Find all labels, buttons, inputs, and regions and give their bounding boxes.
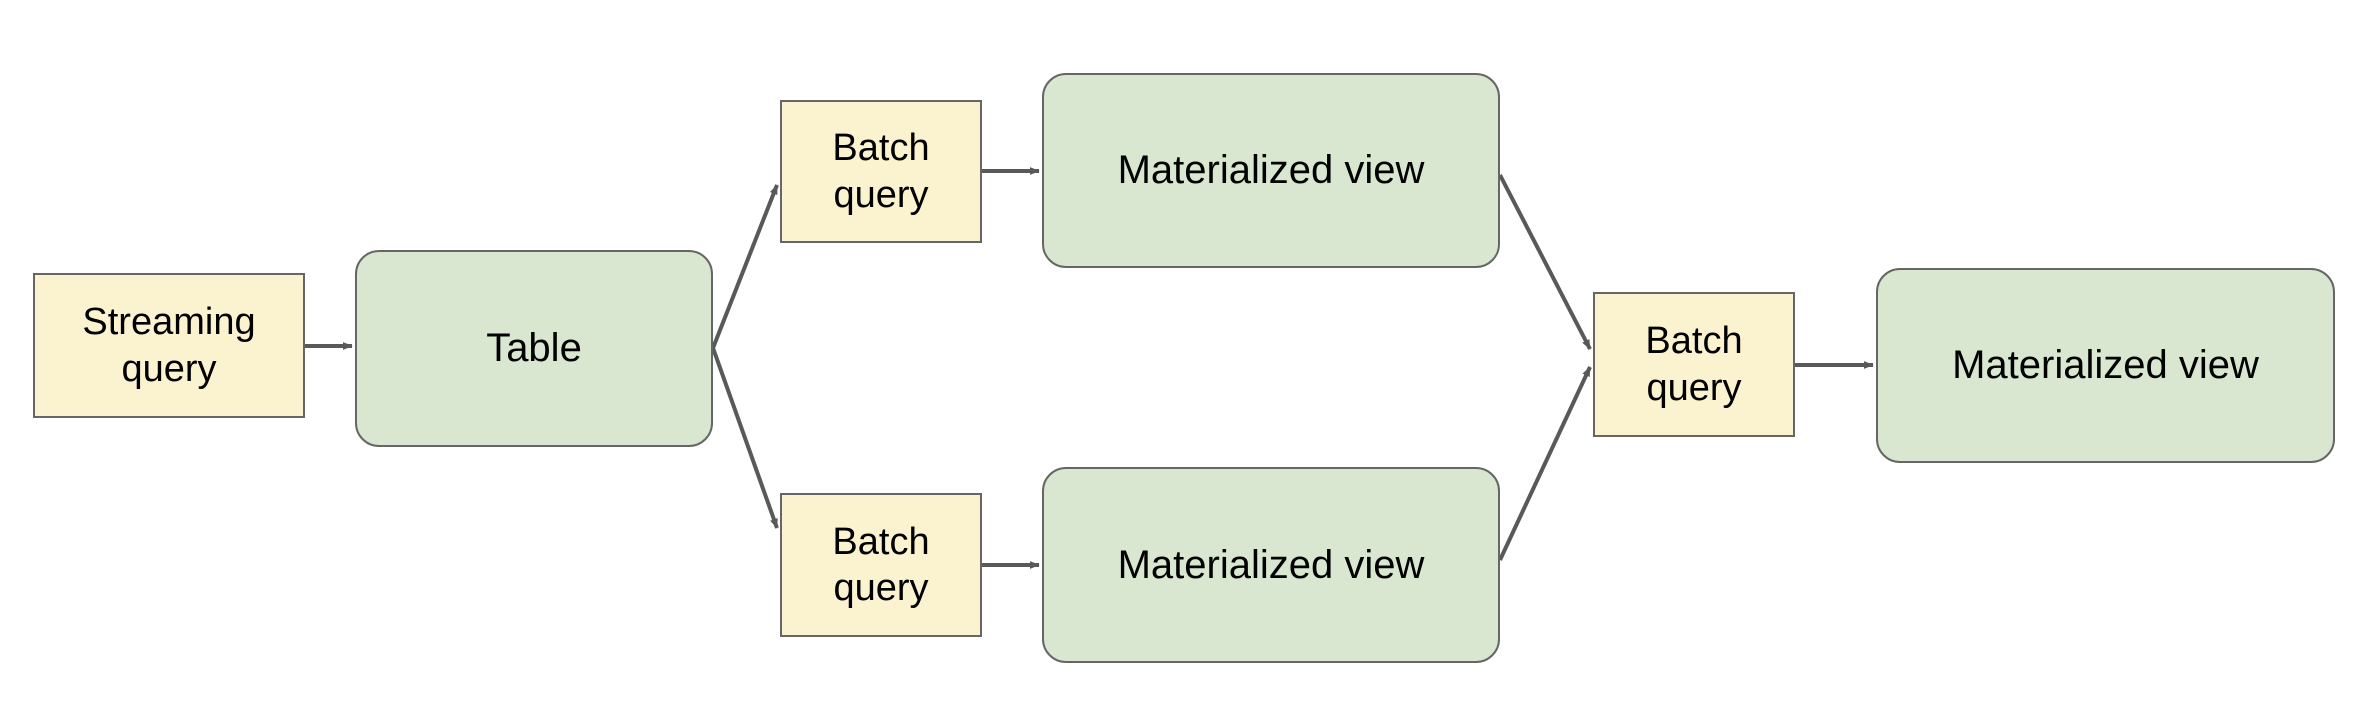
node-batch-query-top[interactable]: Batch query — [780, 100, 982, 243]
node-streaming-query[interactable]: Streaming query — [33, 273, 305, 418]
node-materialized-view-bottom-label: Materialized view — [1117, 542, 1425, 587]
node-materialized-view-final-label: Materialized view — [1952, 343, 2259, 388]
node-materialized-view-top-label: Materialized view — [1117, 148, 1425, 193]
node-batch-query-top-label: Batch query — [832, 127, 930, 216]
edge-table-to-batch-bottom — [711, 347, 779, 529]
edge-table-to-batch-top — [711, 184, 779, 349]
node-streaming-query-label: Streaming query — [82, 301, 256, 390]
node-batch-query-bottom[interactable]: Batch query — [780, 493, 982, 637]
node-batch-query-join[interactable]: Batch query — [1593, 292, 1795, 437]
edge-view-bottom-to-batch-join — [1498, 366, 1592, 561]
node-batch-query-bottom-label: Batch query — [832, 520, 930, 609]
node-batch-query-join-label: Batch query — [1645, 320, 1743, 409]
edge-view-top-to-batch-join — [1498, 174, 1592, 350]
node-materialized-view-final[interactable]: Materialized view — [1876, 268, 2335, 463]
node-table[interactable]: Table — [355, 250, 713, 447]
node-materialized-view-bottom[interactable]: Materialized view — [1042, 467, 1500, 663]
node-materialized-view-top[interactable]: Materialized view — [1042, 73, 1500, 268]
node-table-label: Table — [486, 326, 582, 371]
